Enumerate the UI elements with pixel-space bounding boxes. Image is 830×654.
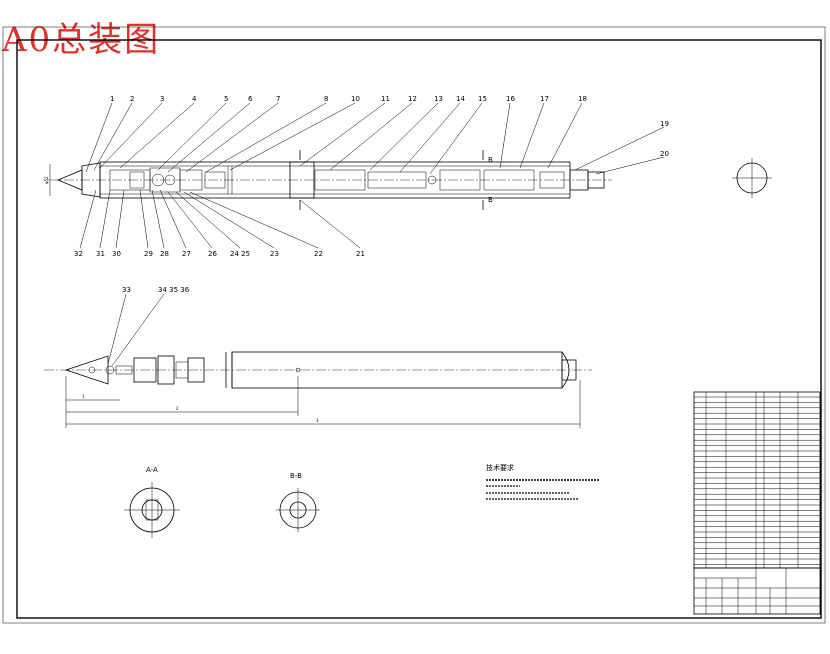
svg-text:3: 3 [316, 418, 319, 423]
balloon-24-25: 24 25 [230, 250, 250, 258]
balloon-21: 21 [356, 250, 365, 258]
balloon-10: 10 [351, 95, 360, 103]
balloon-33: 33 [122, 286, 131, 294]
balloon-22: 22 [314, 250, 323, 258]
section-b-b: B-B [276, 472, 320, 532]
balloon-4: 4 [192, 95, 197, 103]
balloon-13: 13 [434, 95, 443, 103]
svg-text:2: 2 [176, 406, 179, 411]
balloon-32: 32 [74, 250, 83, 258]
balloon-11: 11 [381, 95, 390, 103]
balloon-28: 28 [160, 250, 169, 258]
main-assembly-view: φ52 B B [44, 95, 669, 258]
balloon-29: 29 [144, 250, 153, 258]
balloon-34-35-36: 34 35 36 [158, 286, 190, 294]
balloon-5: 5 [224, 95, 228, 103]
outer-border [2, 26, 826, 624]
balloon-8: 8 [324, 95, 328, 103]
balloon-3: 3 [160, 95, 164, 103]
tech-notes-title: 技术要求 [486, 463, 514, 472]
section-a-a-label: A-A [146, 466, 158, 474]
section-mark-b-bottom: B [488, 196, 493, 204]
balloon-31: 31 [96, 250, 105, 258]
inner-border [16, 39, 822, 619]
balloon-2: 2 [130, 95, 134, 103]
balloon-27: 27 [182, 250, 191, 258]
technical-requirements: 技术要求 [486, 463, 600, 500]
section-b-b-label: B-B [290, 472, 302, 480]
balloon-16: 16 [506, 95, 515, 103]
balloon-17: 17 [540, 95, 549, 103]
balloon-30: 30 [112, 250, 121, 258]
balloon-23: 23 [270, 250, 279, 258]
secondary-view: 1 2 3 33 34 35 36 [44, 286, 592, 428]
balloon-15: 15 [478, 95, 487, 103]
section-a-a: A-A [124, 466, 180, 538]
balloon-6: 6 [248, 95, 253, 103]
section-mark-b-top: B [488, 156, 493, 164]
svg-text:φ52: φ52 [44, 176, 49, 184]
title-block [693, 567, 821, 615]
balloon-14: 14 [456, 95, 465, 103]
balloon-26: 26 [208, 250, 217, 258]
balloon-19: 19 [660, 120, 669, 128]
balloon-7: 7 [276, 95, 280, 103]
parts-list-table [693, 391, 821, 569]
balloon-20: 20 [660, 150, 669, 158]
balloon-1: 1 [110, 95, 114, 103]
svg-text:1: 1 [82, 394, 85, 399]
balloon-12: 12 [408, 95, 417, 103]
centre-mark [732, 158, 772, 198]
balloon-18: 18 [578, 95, 587, 103]
